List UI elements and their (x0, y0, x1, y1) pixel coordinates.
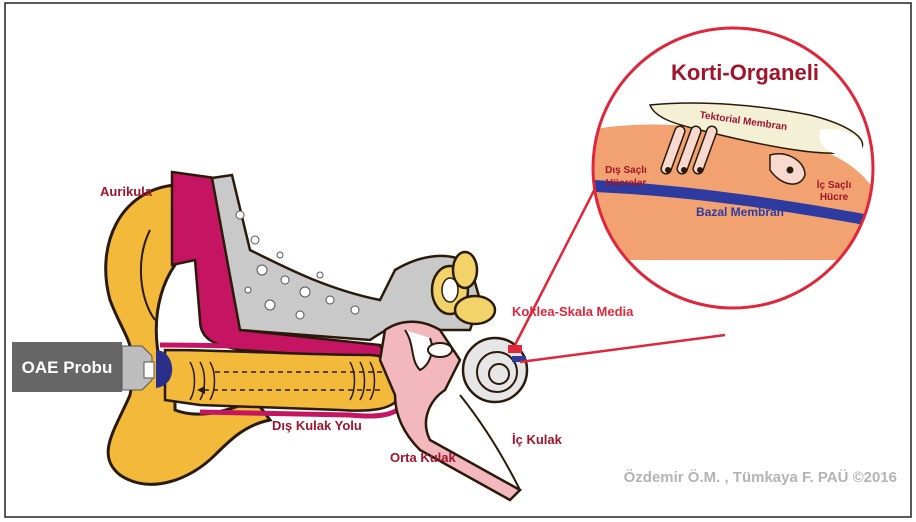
inner-ear-label: İç Kulak (512, 432, 563, 447)
inset-title: Korti-Organeli (671, 60, 819, 85)
external-canal-label: Dış Kulak Yolu (272, 418, 362, 433)
outer-hair-label-2: Hücreler (606, 178, 647, 189)
oae-probe-window (144, 362, 154, 378)
credit-text: Özdemir Ö.M. , Tümkaya F. PAÜ ©2016 (624, 469, 897, 486)
middle-ear-label: Orta Kulak (390, 450, 457, 465)
cochlea-label: Koklea-Skala Media (512, 304, 634, 319)
oae-probe-label: OAE Probu (22, 358, 113, 377)
canal-hole (442, 278, 458, 302)
outer-hair-label-1: Dış Saçlı (605, 165, 647, 176)
inner-hair-label-2: Hücre (820, 192, 849, 203)
scala-media-mark (508, 345, 522, 353)
aurikula-label: Aurikula (100, 184, 153, 199)
basilar-label: Bazal Membran (696, 205, 784, 219)
inner-hair-nucleus (787, 167, 794, 174)
stapes (428, 343, 452, 357)
inner-hair-label-1: İç Saçlı (817, 178, 852, 191)
ear-canal (165, 350, 401, 411)
